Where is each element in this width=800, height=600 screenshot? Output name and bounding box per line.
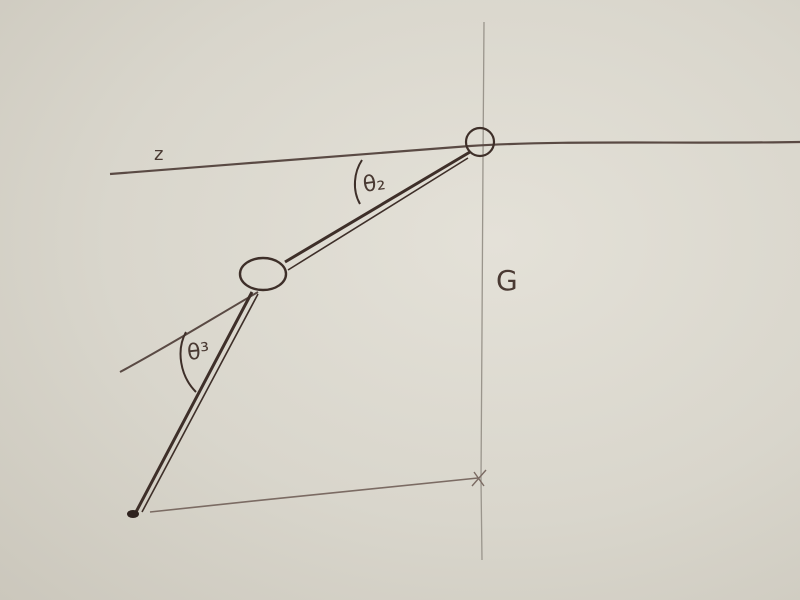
x-tick-mark <box>471 469 487 487</box>
vertical-guide-line <box>480 21 485 561</box>
x-reference-line <box>149 477 479 513</box>
frame-label-g: G <box>496 264 518 297</box>
upper-link <box>284 150 471 264</box>
angle-arc-theta-3 <box>179 331 197 393</box>
z-axis-line <box>109 140 800 176</box>
end-effector-tip <box>127 510 139 518</box>
upper-link-edge <box>287 157 469 271</box>
elbow-extension-line <box>119 291 259 373</box>
angle-arc-theta-2 <box>354 159 363 205</box>
lower-link <box>134 291 254 513</box>
theta-2-label: θ₂ <box>361 170 387 198</box>
elbow-joint <box>238 256 288 292</box>
theta-3-label: θ³ <box>186 339 211 366</box>
base-joint <box>464 126 496 158</box>
z-axis-label: z <box>154 144 163 165</box>
x-axis-label: x <box>498 499 499 501</box>
lower-link-edge <box>141 293 259 513</box>
